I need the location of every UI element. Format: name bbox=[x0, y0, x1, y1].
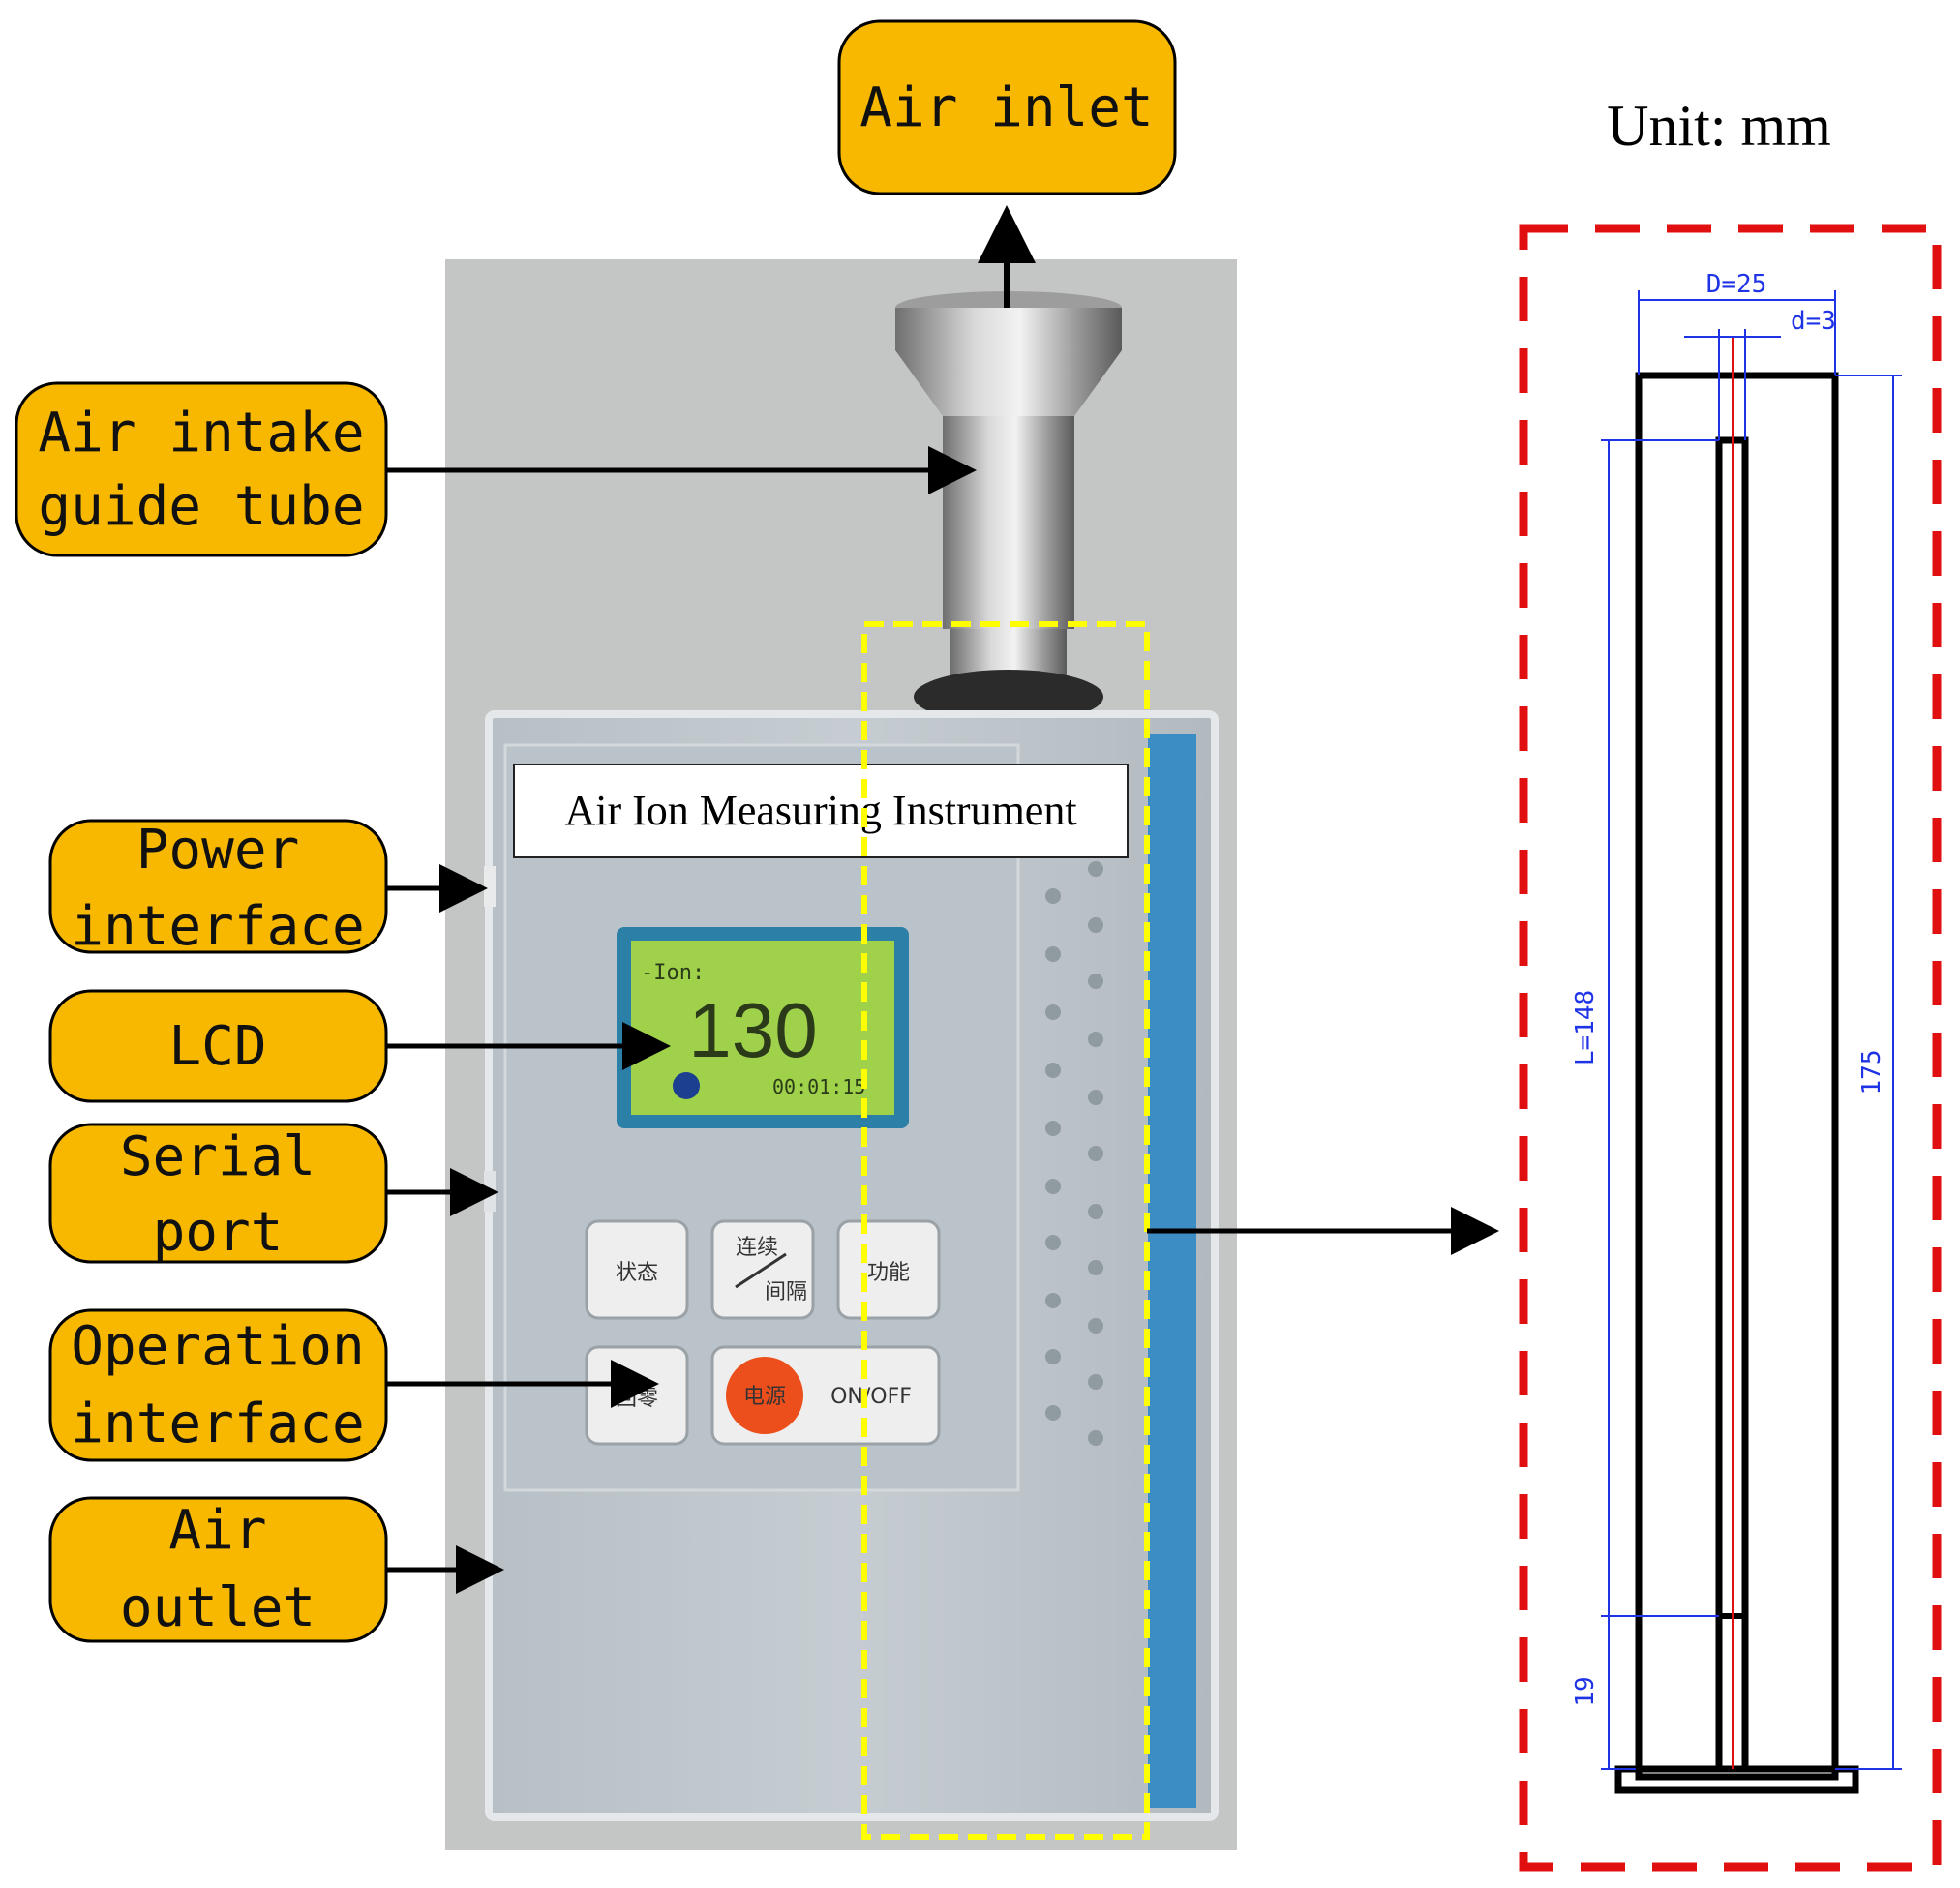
callout-operation-interface-line1: Operation bbox=[71, 1315, 364, 1378]
instrument-label-box bbox=[513, 764, 1129, 858]
lcd-indicator-icon bbox=[673, 1072, 700, 1099]
blue-side-strip bbox=[1148, 734, 1196, 1808]
key-function-label: 功能 bbox=[867, 1261, 910, 1285]
callout-serial-port: Serial port bbox=[48, 1123, 388, 1264]
power-interface-port bbox=[484, 866, 496, 907]
power-button-icon[interactable] bbox=[726, 1357, 803, 1434]
callout-air-outlet-line2: outlet bbox=[120, 1576, 316, 1639]
key-continuous-bottom: 间隔 bbox=[765, 1280, 807, 1304]
callout-air-inlet: Air inlet bbox=[837, 19, 1177, 195]
key-power-label: 电源 bbox=[743, 1385, 786, 1409]
dim-outer-diameter: D=25 bbox=[1706, 270, 1767, 299]
lcd-screen: -Ion: 130 00:01:15 bbox=[617, 927, 909, 1128]
tube-body bbox=[943, 416, 1074, 629]
callout-air-inlet-box bbox=[837, 19, 1177, 195]
callout-intake-tube: Air intake guide tube bbox=[15, 381, 388, 557]
callout-intake-tube-line1: Air intake bbox=[38, 402, 364, 465]
unit-label: Unit: mm bbox=[1607, 94, 1831, 158]
key-continuous-top: 连续 bbox=[736, 1236, 778, 1260]
callout-serial-port-line1: Serial bbox=[120, 1125, 316, 1188]
callout-power-interface: Power interface bbox=[48, 819, 388, 958]
tube-drawing: D=25 d=3 L=148 175 19 bbox=[1519, 224, 1942, 1872]
callout-serial-port-line2: port bbox=[153, 1201, 284, 1264]
callout-air-outlet: Air outlet bbox=[48, 1496, 388, 1643]
dim-electrode-length: L=148 bbox=[1571, 990, 1600, 1065]
dim-total-length: 175 bbox=[1857, 1050, 1886, 1095]
callout-air-inlet-text: Air inlet bbox=[859, 76, 1153, 139]
instrument-photo: Air Ion Measuring Instrument -Ion: 130 0… bbox=[445, 259, 1237, 1850]
callout-operation-interface-line2: interface bbox=[71, 1393, 364, 1455]
indicator-dots bbox=[1045, 861, 1103, 1446]
key-status-label: 状态 bbox=[616, 1261, 658, 1285]
callout-lcd-text: LCD bbox=[168, 1015, 266, 1078]
key-continuous-swap-icon bbox=[735, 1252, 787, 1289]
callout-intake-tube-line2: guide tube bbox=[38, 475, 364, 538]
key-status[interactable] bbox=[585, 1219, 689, 1320]
callout-power-interface-line1: Power bbox=[136, 819, 300, 882]
callout-air-outlet-line1: Air bbox=[168, 1499, 266, 1562]
callout-operation-interface: Operation interface bbox=[48, 1308, 388, 1462]
outer-tube-wall bbox=[1635, 372, 1839, 1781]
dim-bottom-length: 19 bbox=[1571, 1676, 1600, 1706]
key-zero-label: 回零 bbox=[616, 1387, 658, 1411]
key-on-off-label: ON/OFF bbox=[830, 1385, 912, 1409]
lcd-bottom-text: 00:01:15 bbox=[772, 1075, 865, 1098]
lcd-value: 130 bbox=[688, 987, 817, 1073]
dimension-lines bbox=[1601, 290, 1902, 1770]
instrument-label: Air Ion Measuring Instrument bbox=[564, 787, 1076, 834]
drawing-red-dashed-box bbox=[1519, 224, 1942, 1872]
lcd-top-text: -Ion: bbox=[641, 961, 705, 985]
callout-power-interface-line2: interface bbox=[71, 895, 364, 958]
tube-funnel bbox=[895, 308, 1122, 416]
dim-inner-diameter: d=3 bbox=[1791, 307, 1836, 336]
callout-lcd: LCD bbox=[48, 989, 388, 1103]
